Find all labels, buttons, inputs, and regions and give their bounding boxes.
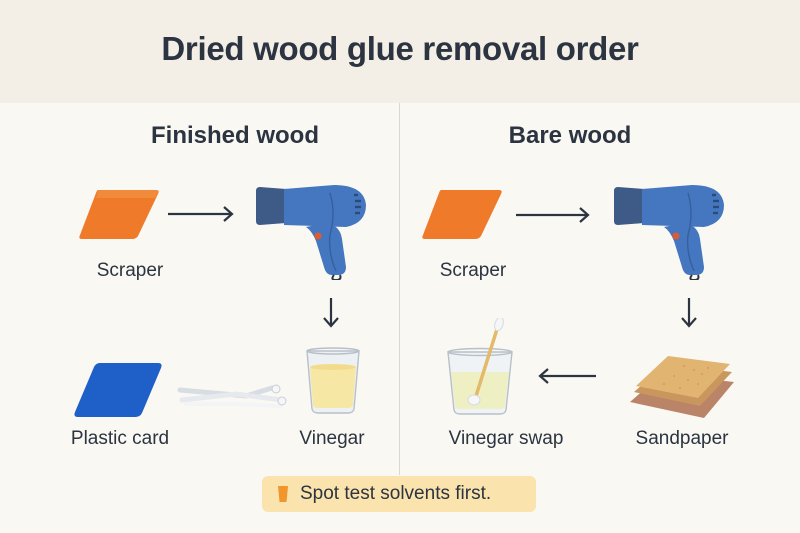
panel-title-finished-wood: Finished wood (151, 122, 319, 149)
header-band (0, 0, 800, 103)
panel-title-bare-wood: Bare wood (508, 122, 632, 149)
note-text: Spot test solvents first. (300, 483, 492, 504)
cup-icon (278, 486, 288, 502)
step-label-scraper: Scraper (439, 260, 507, 281)
orange-scraper-icon (79, 190, 159, 239)
arrow-right-icon (516, 207, 590, 223)
hair-dryer-icon (614, 185, 724, 280)
orange-scraper-icon (422, 190, 502, 239)
sandpaper-icon (630, 356, 734, 418)
arrow-down-icon (323, 298, 339, 328)
hair-dryer-icon (256, 185, 366, 280)
step-label-sandpaper: Sandpaper (635, 428, 729, 449)
plastic-card-icon (74, 363, 162, 417)
spot-test-note: Spot test solvents first. (262, 476, 536, 512)
vinegar-swab-glass-icon (447, 318, 513, 415)
step-label-vinegar-swap: Vinegar swap (448, 428, 564, 449)
vinegar-glass-icon (306, 347, 360, 414)
step-label-vinegar: Vinegar (299, 428, 365, 449)
arrow-left-icon (538, 368, 596, 384)
arrow-down-icon (681, 298, 697, 328)
cotton-swabs-icon (177, 384, 287, 408)
step-label-scraper: Scraper (96, 260, 164, 281)
arrow-right-icon (168, 206, 234, 222)
step-label-plastic-card: Plastic card (70, 428, 170, 449)
panel-divider (399, 103, 400, 475)
page-title: Dried wood glue removal order (161, 30, 639, 67)
